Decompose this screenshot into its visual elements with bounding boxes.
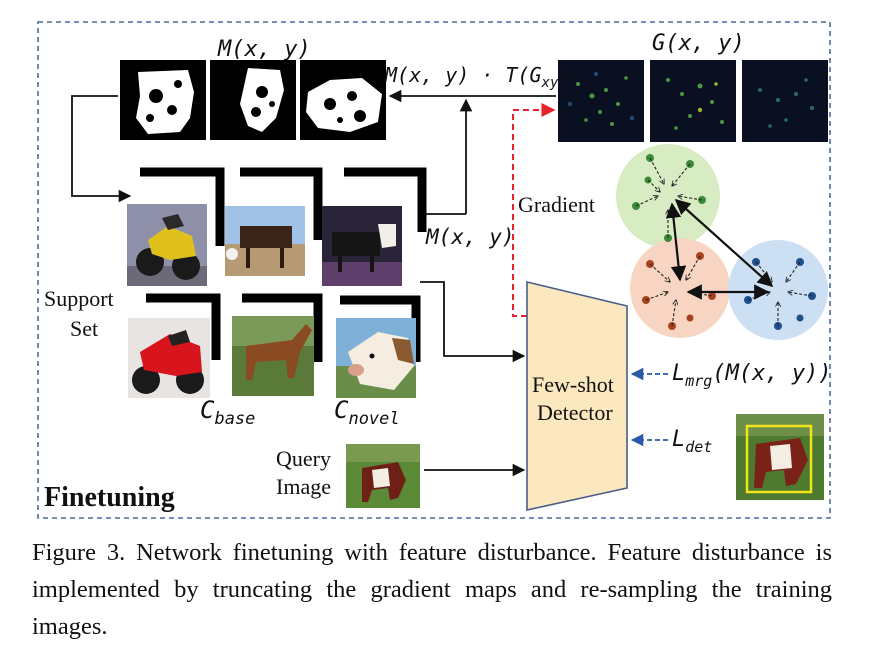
mask-image-1 <box>120 60 206 140</box>
cluster-repulsion-arrows <box>665 198 774 300</box>
mask-label: M(x, y) <box>217 37 311 62</box>
finetuning-title: Finetuning <box>44 482 175 513</box>
query-label-line1: Query <box>276 446 331 471</box>
detection-bounding-box <box>745 424 813 494</box>
query-label-line2: Image <box>276 474 331 499</box>
figure-caption: Figure 3. Network finetuning with featur… <box>32 539 832 640</box>
detector-label-line1: Few-shot <box>532 372 614 397</box>
detector-label-line2: Detector <box>537 400 613 425</box>
product-label: M(x, y) · T(Gxy) <box>384 63 570 91</box>
support-image-cow-head <box>336 318 416 398</box>
gradient-map-2 <box>650 60 736 142</box>
gradient-map-label: G(x, y) <box>652 31 745 56</box>
support-image-horse <box>232 316 314 396</box>
feature-disturbance-diagram: M(x, y) G(x, y) <box>37 21 832 519</box>
cluster-orange <box>630 238 730 338</box>
support-set-label-line2: Set <box>70 316 98 341</box>
support-image-horse-cart <box>225 206 305 276</box>
support-image-motorbike-red <box>128 318 210 398</box>
mask-image-2 <box>210 60 296 140</box>
red-gradient-feedback-arrow <box>512 103 556 317</box>
support-image-motorbike-yellow <box>127 204 207 286</box>
mask-input-label: M(x, y) <box>425 225 515 249</box>
cluster-green-arrows <box>635 157 703 238</box>
detection-output-image <box>736 414 824 500</box>
gradient-label: Gradient <box>518 192 595 217</box>
gradient-map-1 <box>558 60 644 142</box>
gradient-map-3 <box>742 60 828 142</box>
support-set-label-line1: Support <box>44 286 114 311</box>
finetuning-frame <box>37 21 831 519</box>
loss-mrg-label: Lmrg(M(x, y)) <box>672 361 832 390</box>
c-base-label: Cbase <box>200 396 255 429</box>
query-image <box>346 444 420 508</box>
c-novel-label: Cnovel <box>334 396 400 429</box>
mask-to-support-connector <box>71 95 132 203</box>
loss-det-label: Ldet <box>672 427 712 456</box>
support-to-detector-arrow <box>420 281 526 363</box>
mask-image-3 <box>300 60 386 140</box>
few-shot-detector <box>526 280 628 511</box>
support-image-cow-dark <box>322 206 402 286</box>
